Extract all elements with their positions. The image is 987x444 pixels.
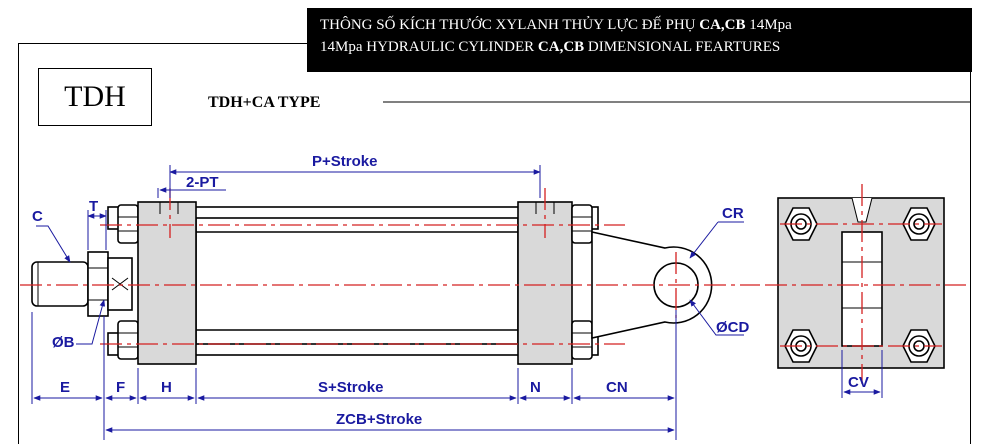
label-h: H (161, 379, 172, 396)
center-lines (20, 184, 966, 384)
dimension-lines (31, 165, 883, 440)
header-line-vietnamese: THÔNG SỐ KÍCH THƯỚC XYLANH THỦY LỰC ĐẾ P… (320, 17, 792, 33)
label-c: C (32, 208, 43, 225)
label-2pt: 2-PT (186, 174, 219, 191)
series-label-box: TDH (38, 68, 152, 126)
leader-ocd (689, 299, 744, 336)
frame-top-border (18, 43, 308, 44)
label-f: F (116, 379, 125, 396)
label-n: N (530, 379, 541, 396)
label-t: T (89, 198, 98, 215)
tie-rod-nut-rear-upper (571, 204, 593, 244)
tie-rod-nut-front-upper (117, 204, 139, 244)
label-cn: CN (606, 379, 628, 396)
front-head-cover (137, 201, 197, 365)
leader-ob (76, 299, 106, 345)
piston-rod (31, 261, 89, 307)
label-cv: CV (848, 374, 869, 391)
leader-c (36, 225, 71, 263)
label-p-stroke: P+Stroke (312, 153, 377, 170)
tie-rod-nut-front-lower (117, 320, 139, 360)
frame-right-border (970, 43, 971, 444)
label-s-stroke: S+Stroke (318, 379, 383, 396)
label-e: E (60, 379, 70, 396)
cylinder-barrel (195, 217, 519, 345)
leader-cr (689, 221, 719, 259)
rod-nut (87, 251, 109, 317)
series-label: TDH (64, 80, 126, 113)
spec-header: THÔNG SỐ KÍCH THƯỚC XYLANH THỦY LỰC ĐẾ P… (307, 8, 972, 72)
tie-rod-nut-rear-lower (571, 320, 593, 360)
label-zcb-stroke: ZCB+Stroke (336, 411, 422, 428)
frame-left-border (18, 43, 19, 444)
label-ob: ØB (52, 334, 75, 351)
side-view (31, 201, 713, 365)
header-line-english: 14Mpa HYDRAULIC CYLINDER CA,CB DIMENSION… (320, 39, 781, 55)
label-ocd: ØCD (716, 319, 750, 336)
type-label: TDH+CA TYPE (208, 94, 321, 111)
label-cr: CR (722, 205, 744, 222)
